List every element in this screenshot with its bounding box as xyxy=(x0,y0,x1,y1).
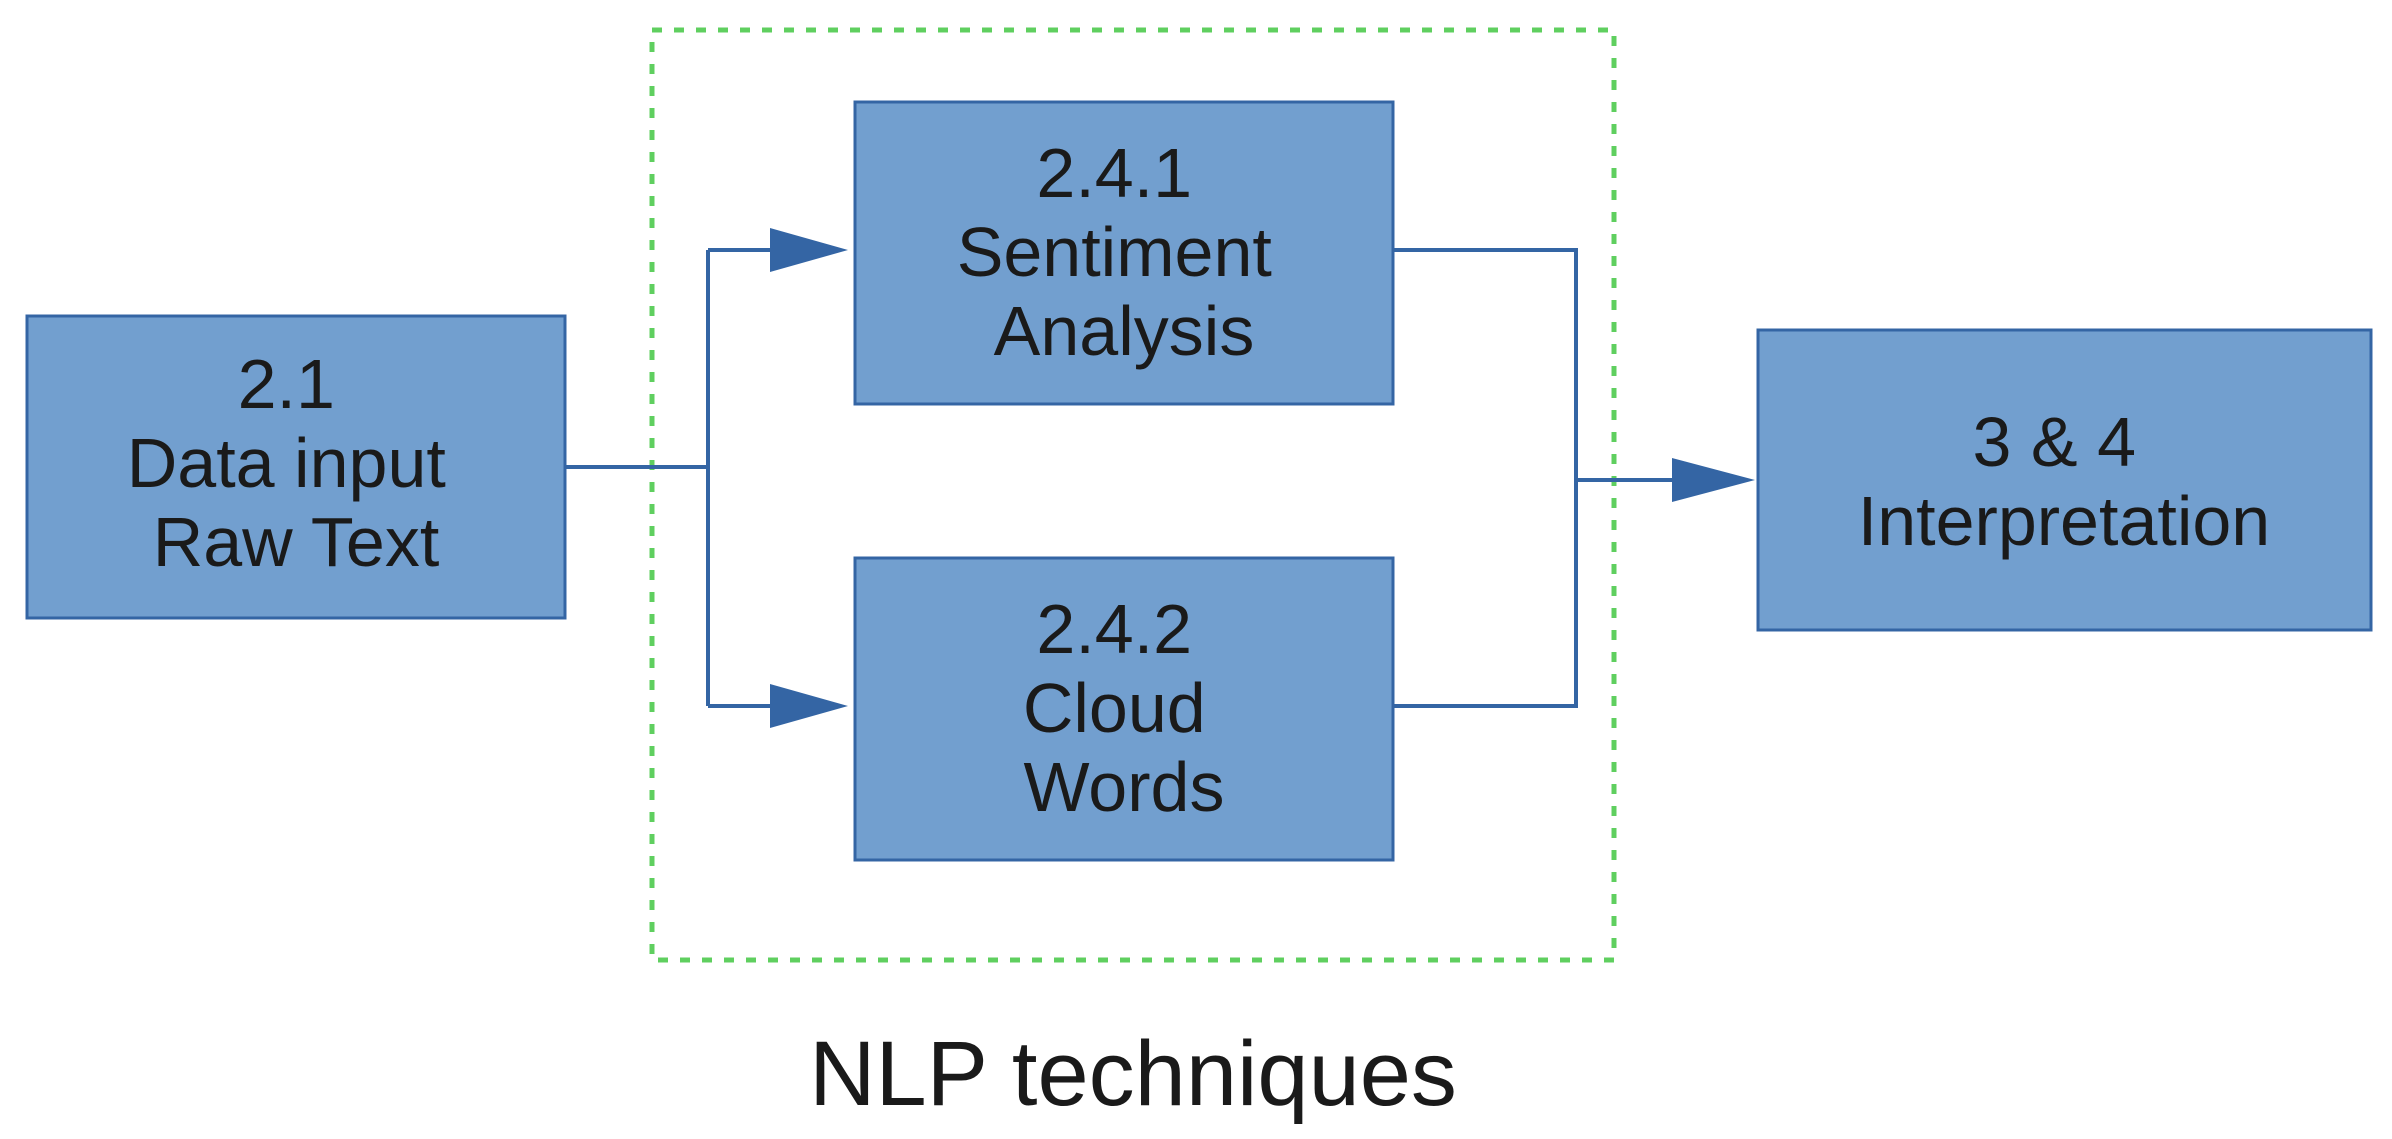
node-data-input-box xyxy=(25,314,567,620)
arrowhead-to-cloud xyxy=(770,684,848,728)
node-interpretation: 3 & 4 Interpretation xyxy=(1756,328,2373,632)
connector-merge xyxy=(1393,248,1700,708)
connectors xyxy=(565,228,1755,728)
node-sentiment-analysis: 2.4.1 Sentiment Analysis xyxy=(853,100,1395,406)
node-data-input: 2.1 Data input Raw Text xyxy=(25,314,567,620)
node-cloud-words-label: 2.4.2 Cloud Words xyxy=(1023,590,1225,826)
node-sentiment-analysis-label: 2.4.1 Sentiment Analysis xyxy=(957,134,1292,370)
nlp-group-label: NLP techniques xyxy=(809,1023,1457,1125)
node-interpretation-label: 3 & 4 Interpretation xyxy=(1858,403,2270,560)
arrowhead-to-sentiment xyxy=(770,228,848,272)
node-interpretation-box xyxy=(1756,328,2373,632)
node-data-input-label: 2.1 Data input Raw Text xyxy=(127,345,466,581)
node-cloud-words: 2.4.2 Cloud Words xyxy=(853,556,1395,862)
connector-input-branch xyxy=(565,250,710,706)
node-cloud-words-box xyxy=(853,556,1395,862)
node-sentiment-analysis-box xyxy=(853,100,1395,406)
arrowhead-to-interpretation xyxy=(1672,458,1755,502)
